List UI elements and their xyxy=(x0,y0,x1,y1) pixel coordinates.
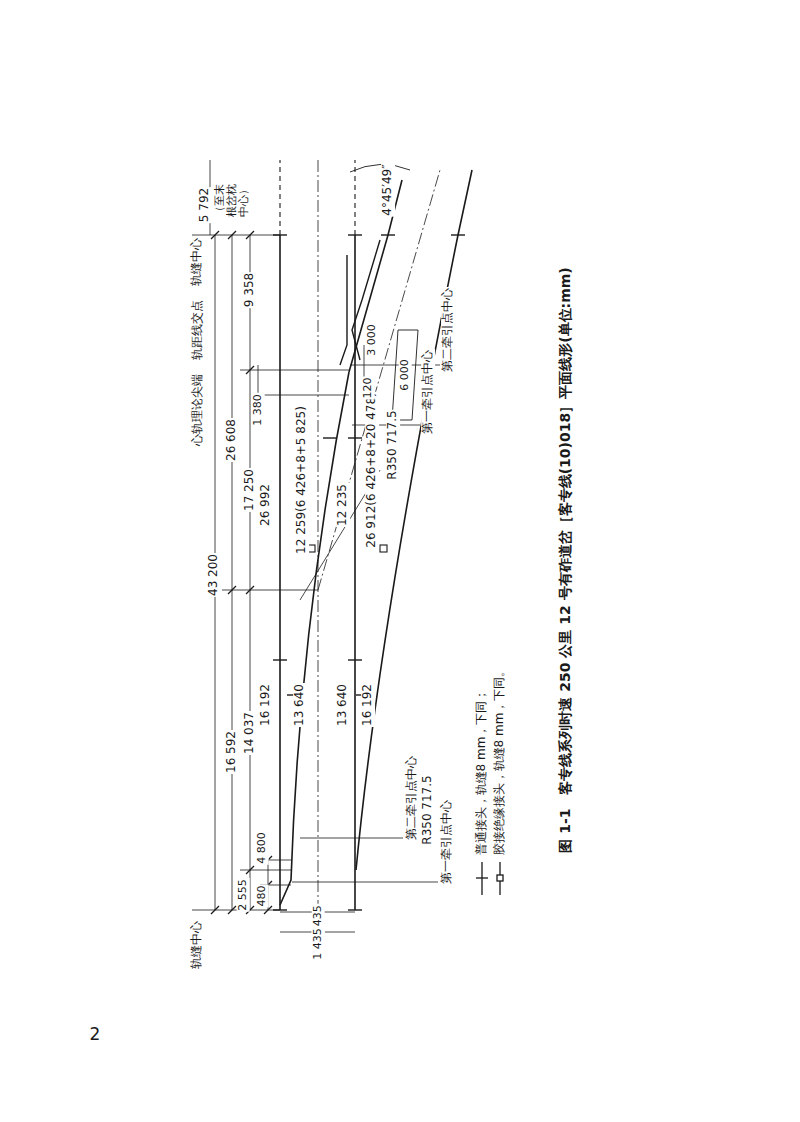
leader-lines xyxy=(292,365,440,882)
dimension-label: 轨距线交点 xyxy=(191,299,205,361)
traction-box xyxy=(392,330,418,420)
dimension-label: （至末根岔枕中心） xyxy=(214,181,250,218)
dimension-label: 9 358 xyxy=(243,272,257,308)
dimension-label: 26 912(6 426+8+20 478) xyxy=(365,391,379,548)
dimension-label: 43 200 xyxy=(207,553,221,597)
dimension-label: 轨缝中心 xyxy=(190,237,204,287)
dimension-label: 17 250 xyxy=(243,468,257,512)
wing-rail xyxy=(340,255,347,365)
dimension-label: R350 717.5 xyxy=(386,409,400,480)
dimension-label: 第二牵引点中心 xyxy=(441,287,455,373)
dimension-label: R350 717.5 xyxy=(421,774,435,845)
legend-samples xyxy=(476,862,503,895)
dimension-label: 13 640 xyxy=(293,683,307,727)
dimension-label: 第一牵引点中心 xyxy=(440,799,454,885)
dimension-label: 1 380 xyxy=(252,393,265,427)
straight-rail xyxy=(279,235,281,910)
center-line xyxy=(318,170,440,590)
figure-caption: 图 1-1 客专线系列时速 250 公里 12 号有砟道岔［客专线(10)018… xyxy=(557,266,573,853)
insulated-joint xyxy=(380,545,387,552)
dimension-label: 4°45′49″ xyxy=(381,163,395,216)
straight-rail xyxy=(354,235,356,910)
dimension-label: 1 435 xyxy=(312,927,325,961)
legend-text: 普通接头，轨缝8 mm，下同； xyxy=(475,687,489,856)
dimension-label: 12 259(6 426+8+5 825) xyxy=(295,405,309,555)
curved-rail xyxy=(280,372,349,905)
dimension-label: 6 000 xyxy=(399,358,412,392)
extension-line xyxy=(354,160,355,235)
dimension-label: 4 800 xyxy=(256,831,269,865)
dimension-label: 2 555 xyxy=(237,878,250,912)
page-number: 2 xyxy=(89,1025,102,1045)
dimension-label: 第一牵引点中心 xyxy=(421,349,435,435)
dimension-label: 3 000 xyxy=(366,323,379,357)
dimension-label: 5 792 xyxy=(198,187,212,223)
angle-arc xyxy=(350,164,410,172)
rail-joints xyxy=(273,235,465,910)
dimension-label: 120 xyxy=(362,377,375,400)
dimension-label: 16 592 xyxy=(225,730,239,774)
insulated-joint xyxy=(308,545,315,552)
extension-line xyxy=(279,160,280,235)
dimension-label: 第二牵引点中心 xyxy=(405,755,419,841)
dimension-label: 480 xyxy=(256,885,269,908)
dimension-label: 16 192 xyxy=(259,683,273,727)
dimension-label: 轨缝中心 xyxy=(190,920,204,970)
dimension-label: 12 235 xyxy=(336,483,350,527)
dimension-label: 26 608 xyxy=(225,418,239,462)
dimension-lines xyxy=(192,160,364,932)
dimension-label: 16 192 xyxy=(361,683,375,727)
dimension-label: 心轨理论尖端 xyxy=(191,373,205,447)
dimension-label: 13 640 xyxy=(336,683,350,727)
legend-text: 胶接绝缘接头，轨缝8 mm，下同。 xyxy=(493,663,507,856)
center-line xyxy=(318,160,319,935)
dimension-label: 14 037 xyxy=(243,711,257,755)
curved-rail xyxy=(356,170,472,870)
dimension-label: 26 992 xyxy=(259,483,273,527)
wing-rail xyxy=(352,240,380,360)
